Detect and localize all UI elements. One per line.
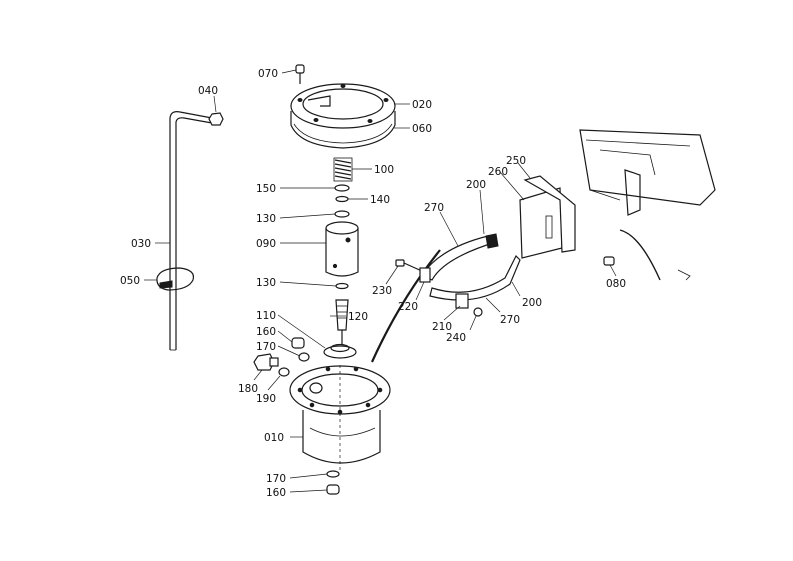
band-200-lower bbox=[429, 254, 521, 301]
screw-080 bbox=[603, 256, 615, 266]
callout-260: 260 bbox=[488, 166, 508, 178]
callout-150: 150 bbox=[256, 183, 276, 195]
cable bbox=[619, 229, 661, 281]
callout-130-upper: 130 bbox=[256, 213, 276, 225]
callout-120: 120 bbox=[348, 311, 368, 323]
clamp-050 bbox=[156, 267, 195, 291]
bracket-210 bbox=[455, 293, 469, 309]
gasket-060 bbox=[290, 111, 396, 149]
leader-lines bbox=[144, 69, 617, 493]
nut-240 bbox=[473, 307, 483, 317]
plug-180 bbox=[253, 353, 279, 371]
valve-120 bbox=[335, 299, 349, 345]
sender-body-090 bbox=[325, 221, 359, 277]
callout-060: 060 bbox=[412, 123, 432, 135]
callout-090: 090 bbox=[256, 238, 276, 250]
callout-100: 100 bbox=[374, 164, 394, 176]
tank-010 bbox=[289, 365, 391, 470]
callout-170-lower: 170 bbox=[266, 473, 286, 485]
mount-bracket-260 bbox=[519, 187, 563, 259]
callout-130-lower: 130 bbox=[256, 277, 276, 289]
callout-270-lower: 270 bbox=[500, 314, 520, 326]
callout-230: 230 bbox=[372, 285, 392, 297]
mount-bracket-250 bbox=[523, 175, 576, 253]
frame-structure bbox=[579, 129, 716, 216]
callout-170-upper: 170 bbox=[256, 341, 276, 353]
screw-070 bbox=[295, 64, 305, 84]
band-270-upper bbox=[421, 233, 499, 281]
seat-110 bbox=[323, 343, 357, 359]
callout-030: 030 bbox=[131, 238, 151, 250]
washer-150 bbox=[334, 184, 350, 192]
washer-170-upper bbox=[298, 352, 310, 362]
callout-200-upper: 200 bbox=[466, 179, 486, 191]
fuel-hose bbox=[370, 249, 441, 363]
washer-140 bbox=[335, 195, 349, 203]
cap-160-upper bbox=[291, 337, 305, 349]
callout-210: 210 bbox=[432, 321, 452, 333]
callout-220: 220 bbox=[398, 301, 418, 313]
callout-270-upper: 270 bbox=[424, 202, 444, 214]
callout-240: 240 bbox=[446, 332, 466, 344]
nut-040 bbox=[208, 112, 224, 126]
callout-140: 140 bbox=[370, 194, 390, 206]
callout-190: 190 bbox=[256, 393, 276, 405]
callout-080: 080 bbox=[606, 278, 626, 290]
callout-250: 250 bbox=[506, 155, 526, 167]
callout-020: 020 bbox=[412, 99, 432, 111]
cover-plate-020 bbox=[290, 83, 396, 129]
cap-160-lower bbox=[326, 484, 340, 495]
callout-110: 110 bbox=[256, 310, 276, 322]
callout-200-lower: 200 bbox=[522, 297, 542, 309]
callout-010: 010 bbox=[264, 432, 284, 444]
spring-100 bbox=[333, 157, 353, 182]
callout-160-upper: 160 bbox=[256, 326, 276, 338]
bracket-220 bbox=[419, 267, 431, 283]
callout-070: 070 bbox=[258, 68, 278, 80]
bushing-130-upper bbox=[334, 210, 350, 218]
callout-180: 180 bbox=[238, 383, 258, 395]
callout-040: 040 bbox=[198, 85, 218, 97]
bushing-130-lower bbox=[335, 282, 349, 290]
callout-160-lower: 160 bbox=[266, 487, 286, 499]
washer-190 bbox=[278, 367, 290, 377]
sender-rod-030 bbox=[169, 111, 213, 351]
washer-170-lower bbox=[326, 470, 340, 478]
callout-050: 050 bbox=[120, 275, 140, 287]
cable-end bbox=[677, 269, 691, 281]
